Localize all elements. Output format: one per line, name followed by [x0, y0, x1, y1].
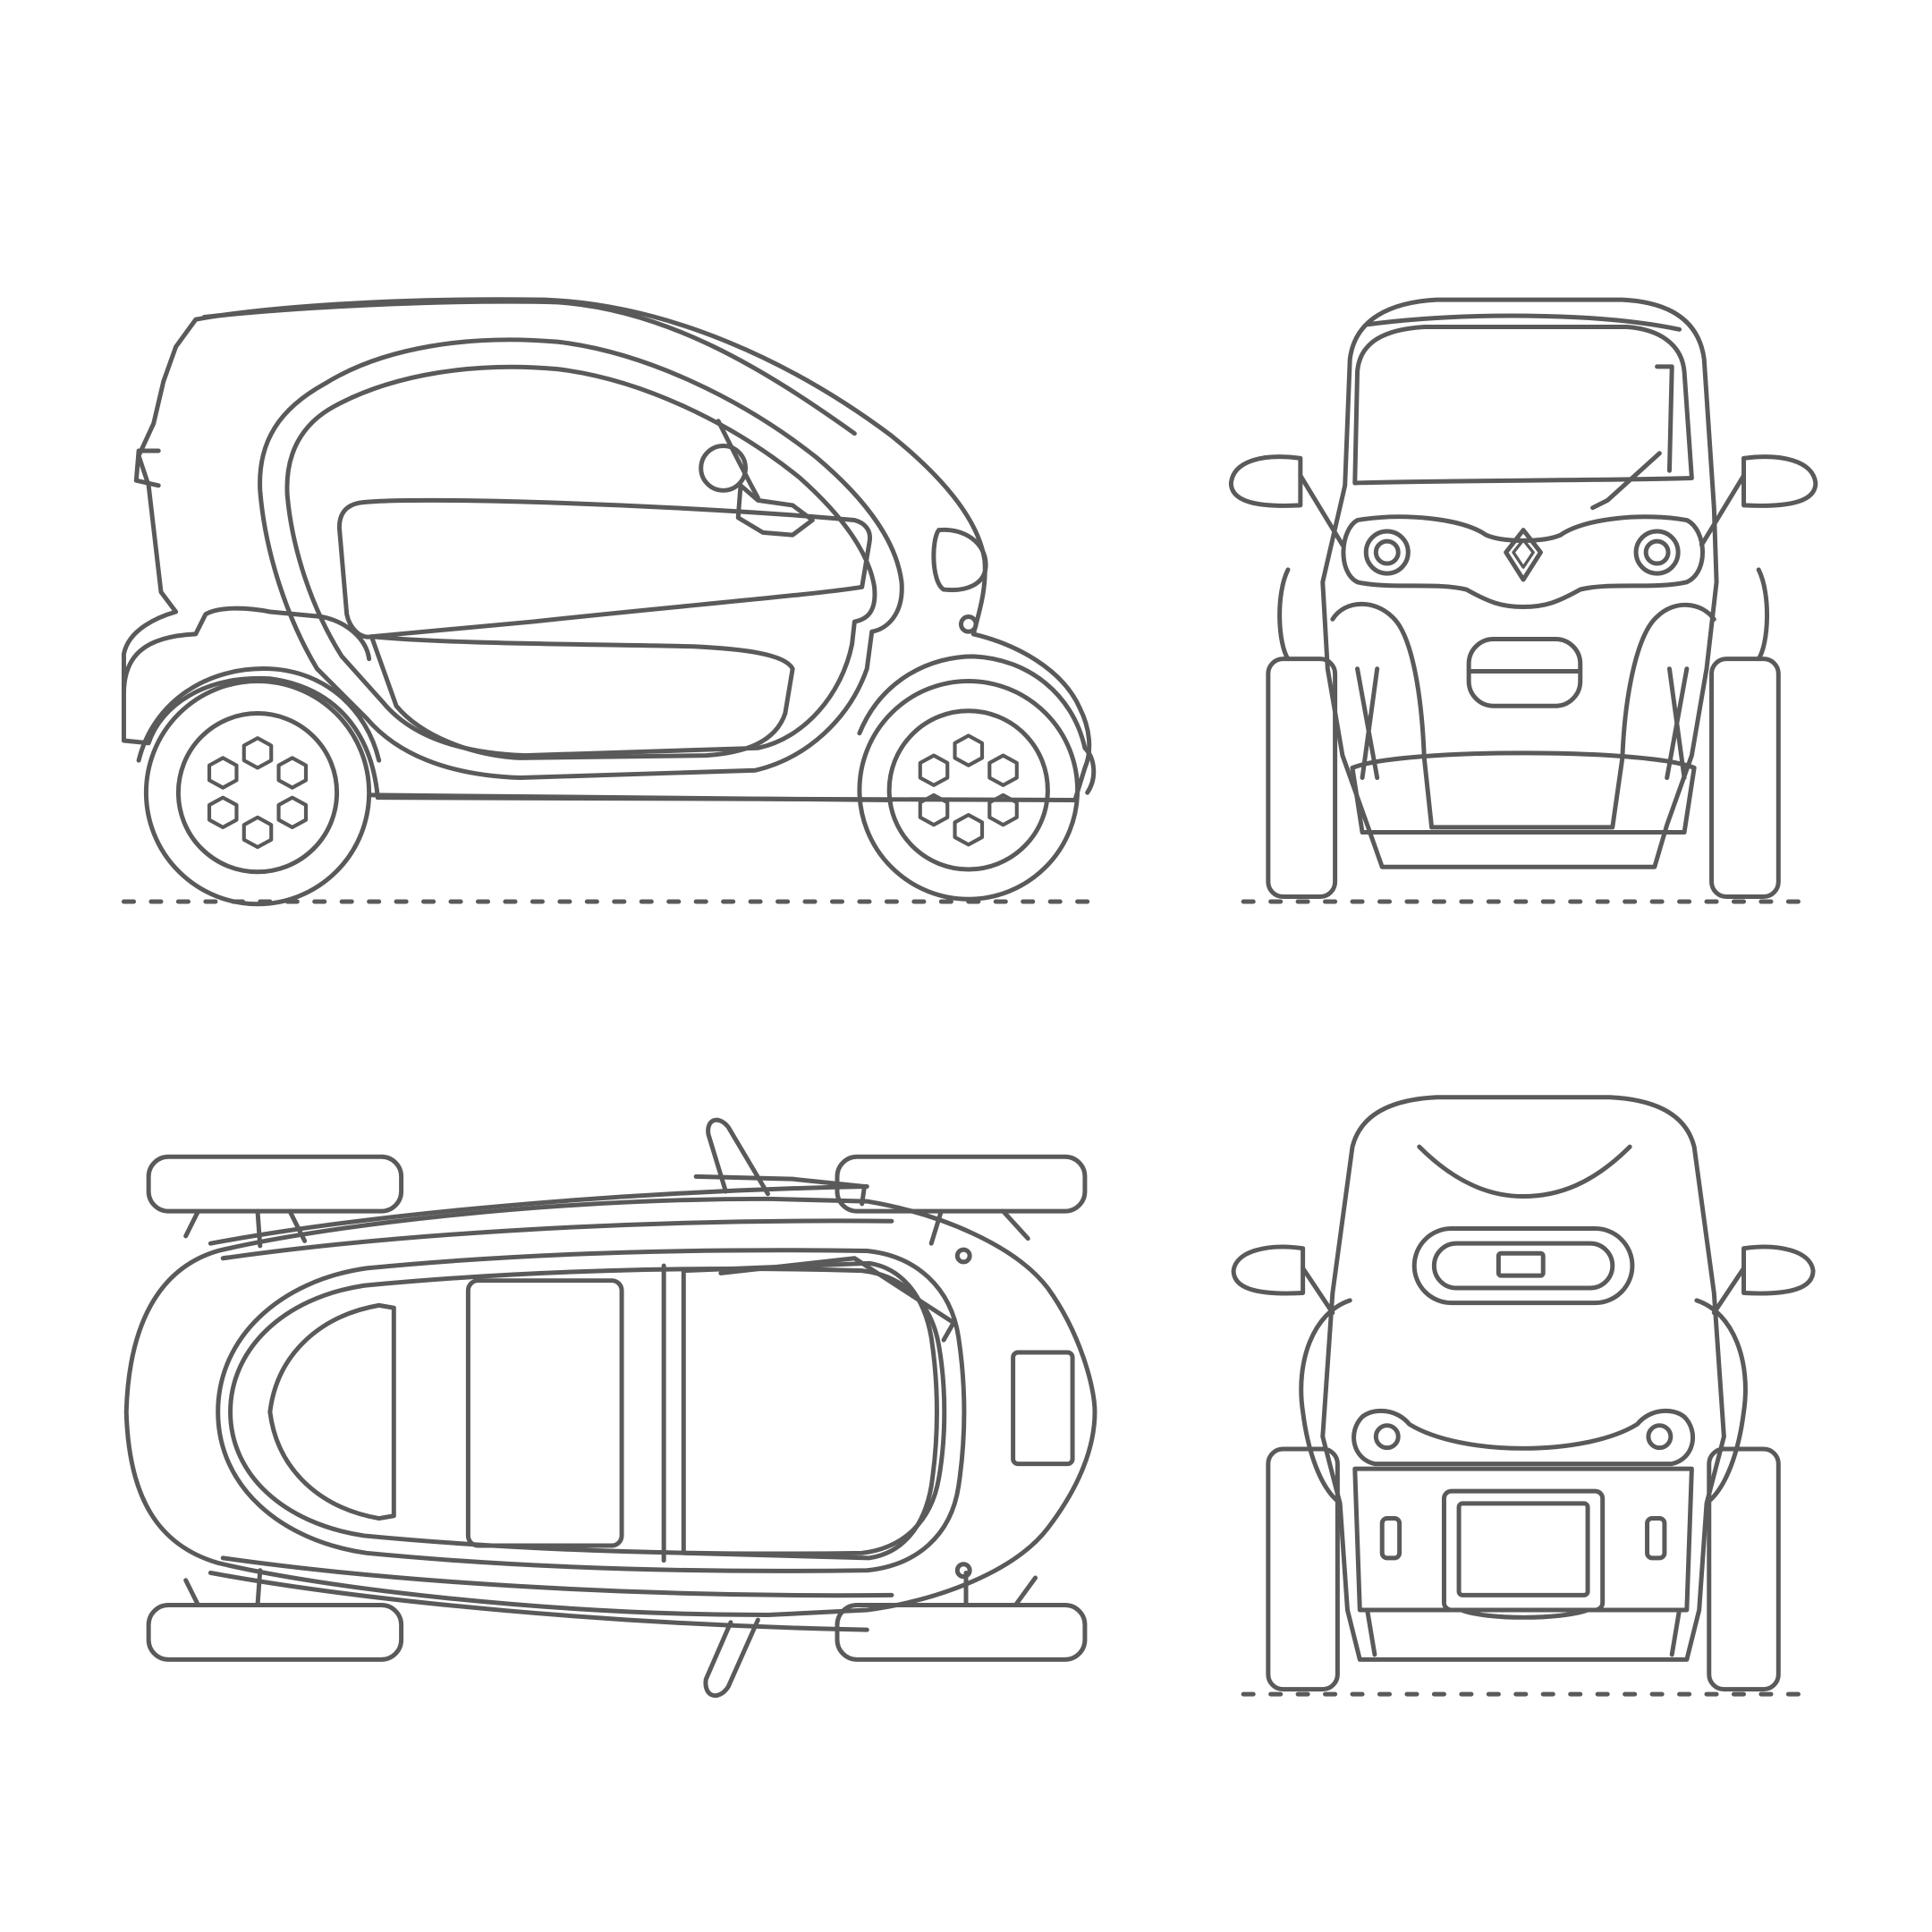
top-wiper: [718, 1256, 956, 1343]
top-canopy-outer: [216, 1248, 967, 1573]
rear-reflector-right: [1645, 1516, 1667, 1561]
rear-lamp-right: [1646, 1423, 1674, 1451]
rear-roof-curve: [1417, 1144, 1632, 1199]
rear-reflector-left: [1379, 1516, 1402, 1561]
rear-lamp-left: [1373, 1423, 1401, 1451]
front-mirror-arm-left: [1298, 473, 1345, 547]
top-front-lamp: [1011, 1350, 1075, 1467]
side-rear-lamp: [133, 448, 161, 488]
side-front-rim: [886, 708, 1050, 872]
front-lamp-left: [1363, 529, 1411, 576]
side-rear-rim: [175, 711, 340, 875]
top-view: [123, 1117, 1097, 1699]
front-lamp-right: [1633, 529, 1681, 576]
front-mirror-arm-right: [1699, 473, 1747, 547]
front-fascia: [1341, 514, 1705, 609]
top-wheel-rear-right: [146, 1602, 404, 1662]
side-view: [121, 297, 1100, 907]
top-middle-window: [465, 1278, 624, 1548]
top-indicator-left: [954, 1247, 972, 1265]
top-wheel-rear-left: [146, 1154, 404, 1214]
side-rear-tire: [143, 679, 372, 907]
rear-fender-left: [1299, 1298, 1352, 1504]
rear-window-slot: [1411, 1226, 1635, 1306]
side-door-frame-inner: [284, 364, 877, 758]
side-rear-hub-bolts: [207, 736, 309, 850]
side-door-frame-outer: [258, 337, 904, 781]
top-sill-right: [208, 1555, 894, 1632]
side-window-panel: [336, 497, 873, 640]
rear-wheel-right: [1707, 1446, 1781, 1692]
front-lamp-right-inner: [1643, 538, 1671, 566]
side-mirror-head: [699, 443, 749, 493]
rear-window-slot-inner: [1431, 1241, 1615, 1291]
side-front-fender: [857, 654, 1097, 795]
side-mirror-arm: [735, 483, 815, 538]
front-fender-left: [1277, 567, 1291, 662]
rear-plate: [1456, 1501, 1590, 1597]
rear-mirror-arm-left: [1301, 1266, 1335, 1316]
top-mirror-right: [703, 1617, 760, 1699]
front-grille: [1466, 636, 1583, 708]
rear-brake-light: [1496, 1250, 1546, 1278]
top-mirror-left: [706, 1117, 770, 1197]
front-windscreen-top: [1365, 313, 1682, 332]
front-mirror-right: [1741, 454, 1818, 508]
side-rear-bumper: [121, 606, 372, 696]
front-undertray: [1350, 750, 1697, 835]
side-front-hub-bolts: [918, 733, 1019, 847]
rear-undertray: [1365, 1607, 1682, 1657]
front-suspension: [1355, 666, 1690, 781]
front-lamp-left-inner: [1373, 538, 1401, 566]
front-fender-right: [1756, 567, 1770, 662]
front-logo: [1504, 528, 1543, 582]
front-logo-inner: [1512, 538, 1535, 569]
rear-lower-body: [1352, 1466, 1694, 1613]
top-rear-window: [267, 1302, 396, 1521]
rear-mirror-left: [1231, 1244, 1306, 1296]
front-nose: [1330, 601, 1716, 830]
top-struts: [183, 1208, 1038, 1607]
rear-cabin-outline: [1320, 1095, 1726, 1662]
front-mirror-left: [1228, 454, 1303, 508]
rear-plate-holder: [1441, 1488, 1606, 1613]
rear-mirror-arm-right: [1711, 1266, 1747, 1316]
rear-lamp-bar: [1352, 1408, 1695, 1467]
top-windscreen: [681, 1260, 939, 1561]
top-indicator-right: [954, 1562, 972, 1580]
front-windscreen: [1352, 325, 1694, 486]
side-indicator: [958, 614, 979, 634]
side-rear-fender: [136, 666, 382, 763]
rear-mirror-right: [1741, 1244, 1816, 1296]
rear-wheel-left: [1266, 1446, 1340, 1692]
top-body-outline: [123, 1196, 1097, 1618]
front-view: [1228, 297, 1818, 904]
rear-fender-right: [1694, 1298, 1748, 1504]
top-sill-left: [208, 1183, 894, 1261]
rear-view: [1231, 1095, 1816, 1697]
top-wheel-front-right: [835, 1602, 1088, 1662]
front-wheel-right: [1709, 657, 1781, 899]
side-front-lamp: [931, 527, 988, 593]
side-door-panel-lower: [369, 634, 795, 760]
top-mirror-left-base: [693, 1174, 867, 1207]
side-body-outline: [121, 297, 1092, 802]
front-wheel-left: [1266, 657, 1338, 899]
front-cabin-outline: [1320, 297, 1719, 869]
front-wiper: [1590, 364, 1674, 511]
side-rocker: [369, 792, 894, 802]
side-roof-line: [201, 299, 857, 436]
side-pillar: [716, 419, 760, 501]
rear-plate-base: [1459, 1607, 1590, 1620]
top-canopy-inner: [228, 1267, 947, 1556]
side-front-tire: [857, 679, 1080, 902]
